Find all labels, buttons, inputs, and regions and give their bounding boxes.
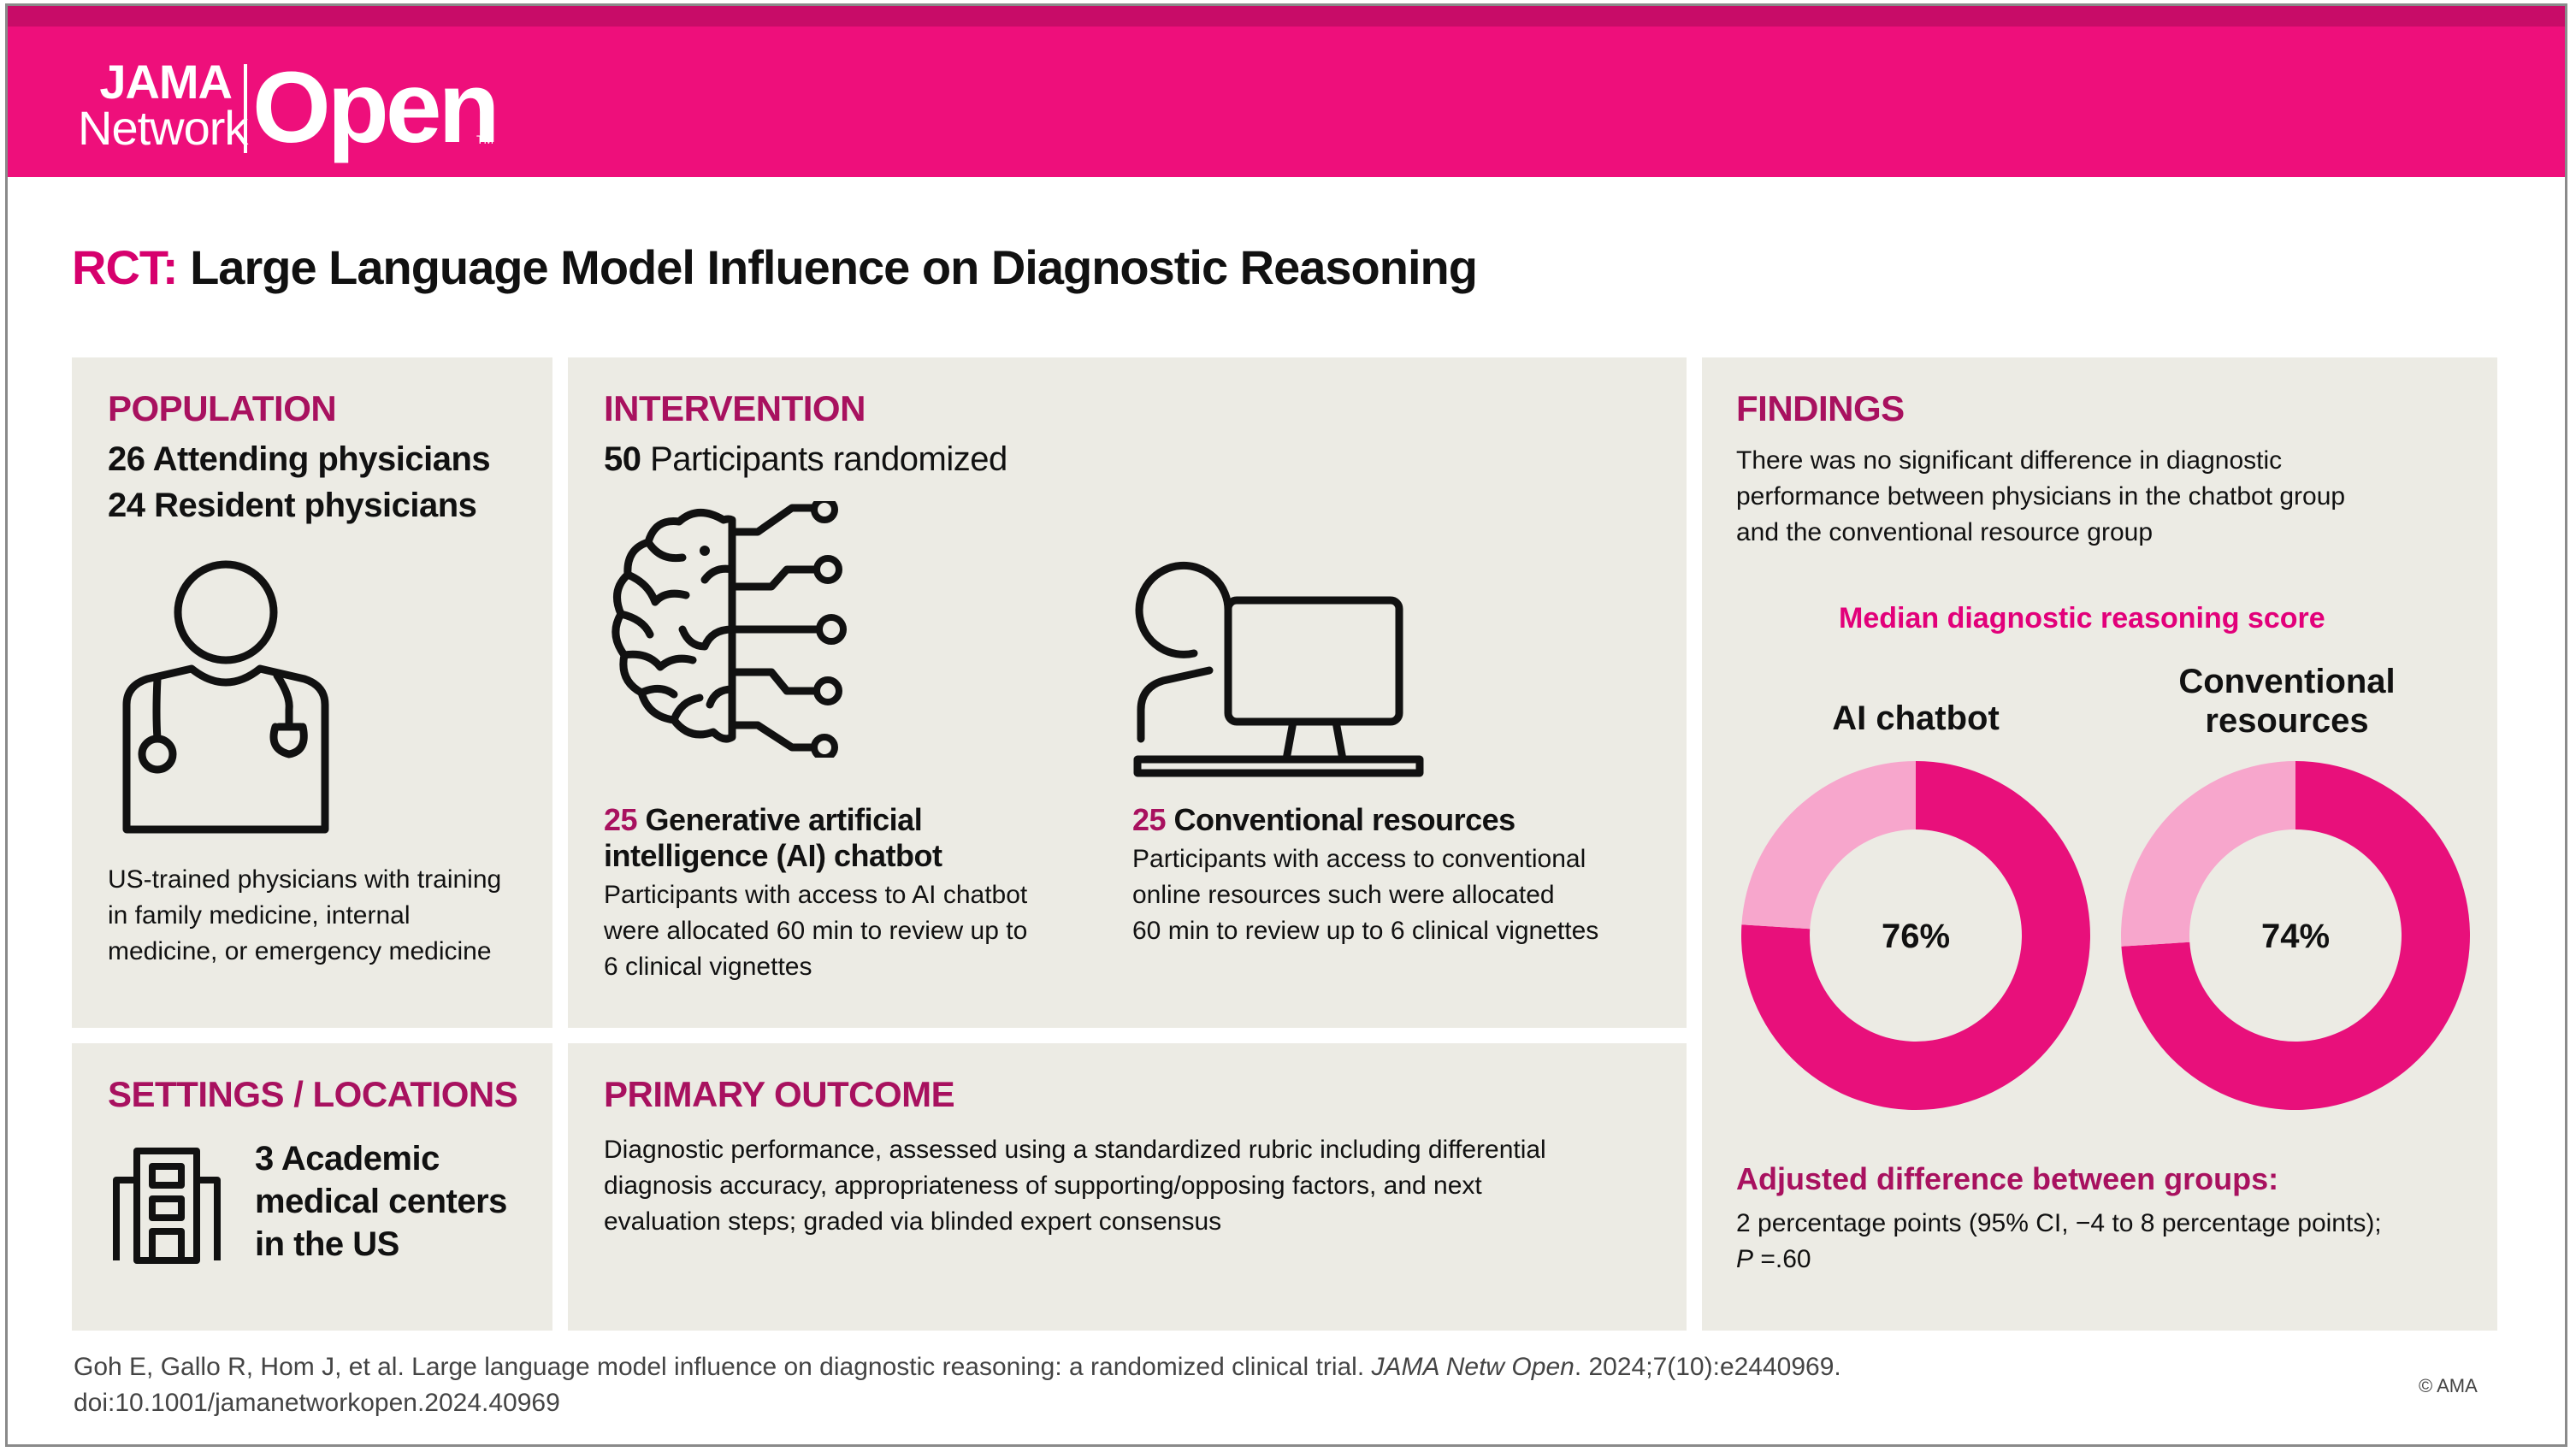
ai-arm-title: 25 Generative artificial intelligence (A… [604, 802, 1083, 874]
findings-heading: FINDINGS [1736, 388, 1905, 428]
citation-volume: . 2024;7(10):e2440969. [1574, 1353, 1841, 1381]
conv-arm-count: 25 [1132, 802, 1167, 837]
findings-desc-line: performance between physicians in the ch… [1736, 482, 2346, 511]
conv-arm-title: 25 Conventional resources [1132, 802, 1663, 838]
brand-divider [244, 64, 247, 153]
donut-slice-filled [1741, 761, 2090, 1110]
computer-user-icon [1133, 561, 1424, 777]
conv-arm-description: Participants with access to conventional… [1132, 841, 1663, 949]
intervention-panel: INTERVENTION 50 Participants randomized [568, 357, 1687, 1028]
header-top-stripe [8, 6, 2565, 27]
ai-arm-description: Participants with access to AI chatbot w… [604, 877, 1100, 985]
adjusted-text: 2 percentage points (95% CI, −4 to 8 per… [1736, 1206, 2489, 1278]
title-text: Large Language Model Influence on Diagno… [190, 240, 1478, 294]
resident-count: 24 [108, 487, 145, 524]
page-title: RCT: Large Language Model Influence on D… [72, 239, 1478, 295]
population-attending: 26 Attending physicians [108, 436, 491, 482]
ai-desc-line: Participants with access to AI chatbot [604, 881, 1028, 909]
brand-logo-jama-network: JAMA Network [78, 55, 248, 152]
outcome-desc-line: diagnosis accuracy, appropriateness of s… [604, 1172, 1482, 1200]
attending-label: Attending physicians [145, 440, 491, 478]
brain-dot [700, 546, 710, 556]
donut-value-label: 74% [2261, 918, 2330, 955]
conv-desc-line: online resources such were allocated [1132, 881, 1555, 909]
population-resident: 24 Resident physicians [108, 482, 477, 528]
population-desc-line: in family medicine, internal [108, 901, 411, 930]
outcome-description: Diagnostic performance, assessed using a… [604, 1132, 1664, 1240]
building-icon [113, 1148, 221, 1264]
population-desc-line: medicine, or emergency medicine [108, 937, 492, 965]
p-label: P [1736, 1245, 1754, 1273]
conv-desc-line: Participants with access to conventional [1132, 845, 1586, 873]
settings-line: in the US [255, 1225, 399, 1263]
citation-text: Goh E, Gallo R, Hom J, et al. Large lang… [74, 1353, 1372, 1381]
population-heading: POPULATION [108, 388, 337, 428]
adjusted-line: 2 percentage points (95% CI, −4 to 8 per… [1736, 1209, 2382, 1237]
brand-jama: JAMA [99, 55, 233, 109]
randomized-line: 50 Participants randomized [604, 436, 1007, 482]
ai-brain-icon [612, 501, 847, 758]
copyright: © AMA [2419, 1375, 2478, 1396]
p-value: =.60 [1753, 1245, 1811, 1273]
findings-description: There was no significant difference in d… [1736, 443, 2472, 551]
donut-slice-filled [2121, 761, 2470, 1110]
conv-arm-label: Conventional resources [1166, 802, 1516, 837]
adjusted-p-line: P =.60 [1736, 1242, 2489, 1278]
donut-label-ai: AI chatbot [1832, 699, 2000, 737]
outcome-heading: PRIMARY OUTCOME [604, 1074, 955, 1114]
adjusted-heading: Adjusted difference between groups: [1736, 1161, 2279, 1196]
population-description: US-trained physicians with training in f… [108, 862, 535, 970]
settings-text: 3 Academic medical centers in the US [255, 1137, 507, 1266]
ai-arm-label-1: Generative artificial [637, 802, 923, 837]
outcome-desc-line: evaluation steps; graded via blinded exp… [604, 1207, 1222, 1236]
citation-doi[interactable]: doi:10.1001/jamanetworkopen.2024.40969 [74, 1389, 560, 1417]
citation-line-1: Goh E, Gallo R, Hom J, et al. Large lang… [74, 1349, 1841, 1385]
citation-journal: JAMA Netw Open [1371, 1353, 1575, 1381]
randomized-count: 50 [604, 440, 641, 478]
intervention-heading: INTERVENTION [604, 388, 866, 428]
findings-panel: FINDINGS There was no significant differ… [1702, 357, 2497, 1331]
conv-desc-line: 60 min to review up to 6 clinical vignet… [1132, 917, 1599, 945]
brand-open: Open [252, 51, 500, 164]
resident-label: Resident physicians [145, 487, 477, 524]
brand-network: Network [78, 101, 248, 155]
settings-line: 3 Academic [255, 1140, 440, 1178]
donut-charts: 76% 74% [1741, 761, 2470, 1110]
donut-slice-remainder [2121, 761, 2295, 947]
donut-slice-remainder [1741, 761, 1916, 930]
ai-desc-line: were allocated 60 min to review up to [604, 917, 1028, 945]
attending-count: 26 [108, 440, 145, 478]
brand-trademark: TM [476, 133, 494, 146]
population-desc-line: US-trained physicians with training [108, 865, 502, 894]
physician-icon [122, 560, 329, 834]
header-banner: JAMA Network Open TM [8, 6, 2565, 177]
findings-desc-line: There was no significant difference in d… [1736, 446, 2283, 475]
title-prefix: RCT: [72, 240, 179, 294]
randomized-label: Participants randomized [641, 440, 1007, 478]
outcome-panel: PRIMARY OUTCOME Diagnostic performance, … [568, 1043, 1687, 1331]
chart-heading: Median diagnostic reasoning score [1839, 602, 2325, 635]
settings-line: medical centers [255, 1183, 507, 1220]
settings-heading: SETTINGS / LOCATIONS [108, 1074, 518, 1114]
ai-desc-line: 6 clinical vignettes [604, 953, 812, 981]
ai-arm-label-2: intelligence (AI) chatbot [604, 838, 942, 873]
donut-value-label: 76% [1882, 918, 1950, 955]
findings-desc-line: and the conventional resource group [1736, 518, 2154, 546]
citation: Goh E, Gallo R, Hom J, et al. Large lang… [74, 1349, 1841, 1421]
outcome-desc-line: Diagnostic performance, assessed using a… [604, 1136, 1546, 1164]
ai-arm-count: 25 [604, 802, 638, 837]
settings-panel: SETTINGS / LOCATIONS 3 Academic medical … [72, 1043, 552, 1331]
population-panel: POPULATION 26 Attending physicians 24 Re… [72, 357, 552, 1028]
